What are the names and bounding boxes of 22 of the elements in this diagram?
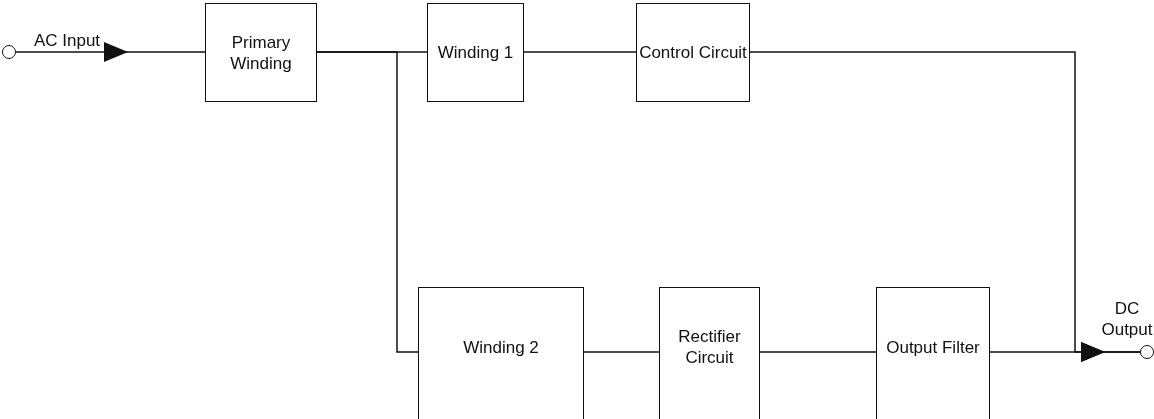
- block-box: [659, 287, 760, 419]
- block-label: Control Circuit: [639, 42, 747, 63]
- block-label: Output Filter: [886, 336, 980, 358]
- block-label: Rectifier Circuit: [677, 326, 742, 368]
- connector-line: [759, 351, 877, 353]
- arrow: [989, 342, 1141, 362]
- connector-line: [583, 351, 660, 353]
- block-box: [418, 287, 584, 419]
- block-label: Primary Winding: [229, 31, 293, 74]
- terminal-label: DC Output: [1100, 298, 1154, 340]
- block-label: Winding 1: [437, 42, 514, 63]
- terminal-label: AC Input: [32, 30, 102, 51]
- block-box: [876, 287, 990, 419]
- block-box: [205, 3, 317, 102]
- connector-line: [523, 51, 637, 53]
- block-box: [636, 3, 750, 102]
- connector-line: [316, 51, 419, 353]
- terminal-circle: [1140, 345, 1154, 359]
- block-label: Winding 2: [463, 336, 539, 358]
- terminal-circle: [2, 45, 16, 59]
- block-box: [427, 3, 524, 102]
- arrow: [15, 42, 206, 62]
